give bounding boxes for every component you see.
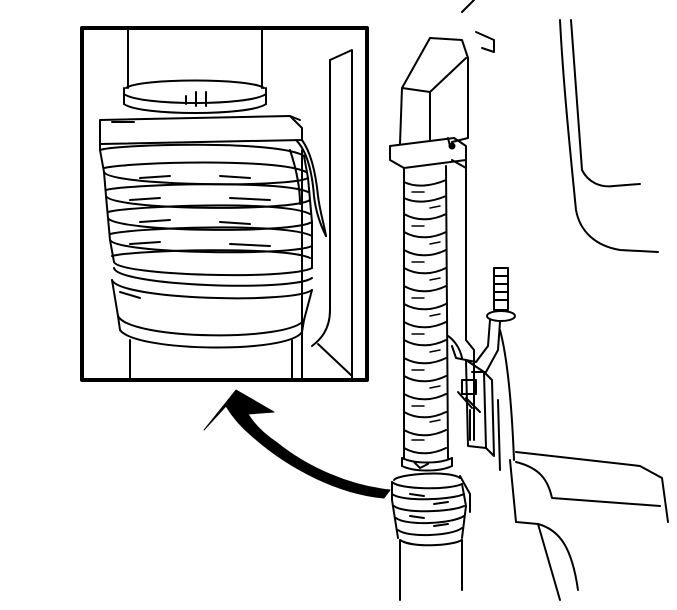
vehicle-body-panel xyxy=(461,0,669,601)
curved-arrow xyxy=(203,389,391,499)
lower-bellows-hose xyxy=(391,472,471,601)
mounting-bracket xyxy=(447,267,516,457)
filler-neck-assembly xyxy=(389,37,475,601)
inset-detail xyxy=(80,26,369,382)
hose-clamp xyxy=(401,457,453,472)
tube-corrugations xyxy=(403,179,447,455)
inset-bellows xyxy=(99,143,313,277)
tube-rib-highlights xyxy=(411,191,441,441)
